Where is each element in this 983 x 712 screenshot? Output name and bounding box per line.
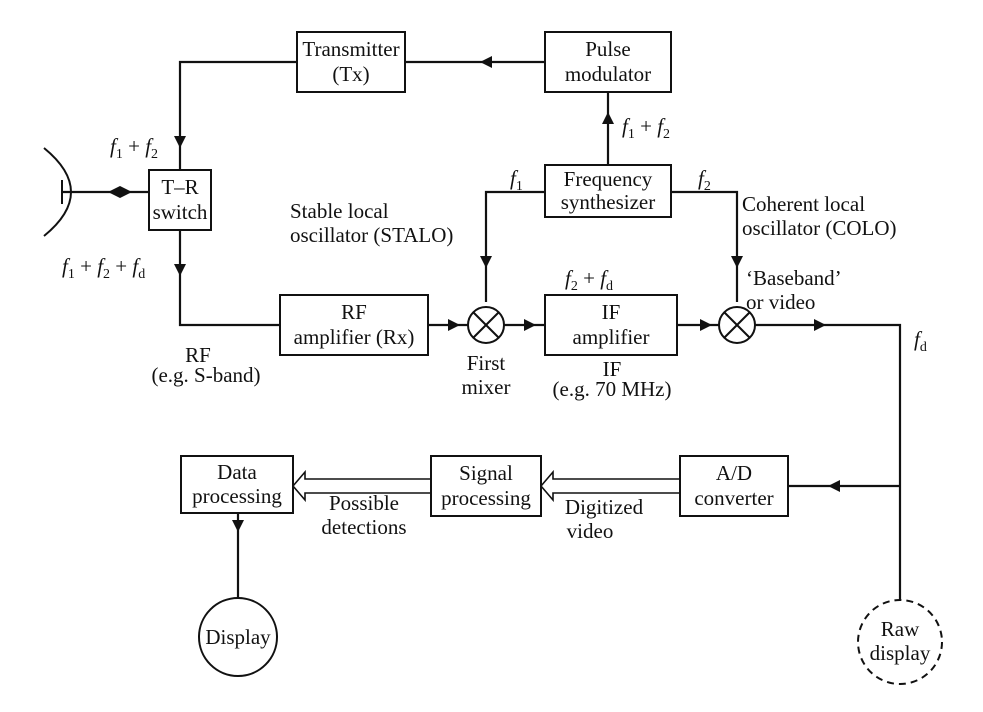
frequency-synthesizer-block: Frequency synthesizer xyxy=(544,164,672,218)
if-note-label-1: IF xyxy=(603,357,622,381)
arrow-to-mixer2 xyxy=(700,319,712,331)
wire-stalo xyxy=(484,190,545,302)
arrow-to-transmitter xyxy=(480,56,492,68)
arrow-antenna-right xyxy=(120,186,132,198)
display-node: Display xyxy=(198,597,278,677)
tr-switch-block: T–R switch xyxy=(148,169,212,231)
stalo-label-2: oscillator (STALO) xyxy=(290,223,453,247)
freq-synth-to-pulse: f1 + f2 xyxy=(622,114,670,142)
frequency-labels: f1 + f2 f1 + f2 + fd f1 + f2 f1 f2 f2 + … xyxy=(62,114,927,355)
arrow-up-to-pulse xyxy=(602,112,614,124)
first-mixer-icon xyxy=(467,306,505,344)
arrowheads xyxy=(108,56,840,532)
freq-output: fd xyxy=(914,327,927,355)
raw-display-label-1: Raw xyxy=(881,617,920,641)
pulse-modulator-label-1: Pulse xyxy=(585,37,631,61)
first-mixer-label-2: mixer xyxy=(462,375,511,399)
raw-display-label-2: display xyxy=(870,641,931,665)
arrow-to-mixer1 xyxy=(448,319,460,331)
tr-switch-label-2: switch xyxy=(153,200,208,224)
rf-label-1: RF xyxy=(185,343,211,367)
wire-tr-to-rf xyxy=(178,230,280,327)
ad-converter-label-1: A/D xyxy=(716,461,752,485)
data-arrows xyxy=(291,469,681,503)
signal-processing-label-1: Signal xyxy=(459,461,513,485)
rf-label-2: (e.g. S-band) xyxy=(151,363,260,387)
freq-colo: f2 xyxy=(698,166,711,194)
if-amplifier-label-2: amplifier xyxy=(573,325,650,349)
arrow-to-if xyxy=(524,319,536,331)
data-processing-label-2: processing xyxy=(192,484,282,508)
arrow-down-to-tr xyxy=(174,136,186,148)
annotation-labels: Stable local oscillator (STALO) Coherent… xyxy=(151,192,896,543)
wire-transmitter-to-tr xyxy=(178,60,297,170)
arrow-to-output xyxy=(814,319,826,331)
data-processing-block: Data processing xyxy=(180,455,294,514)
colo-label-1: Coherent local xyxy=(742,192,865,216)
antenna-icon xyxy=(43,147,72,237)
display-label: Display xyxy=(205,625,271,649)
possible-detections-label-2: detections xyxy=(321,515,406,539)
signal-processing-block: Signal processing xyxy=(430,455,542,517)
freq-if: f2 + fd xyxy=(565,266,613,294)
digitized-video-label-2: video xyxy=(567,519,614,543)
pulse-modulator-block: Pulse modulator xyxy=(544,31,672,93)
tr-switch-label-1: T–R xyxy=(161,175,198,199)
rf-amplifier-block: RF amplifier (Rx) xyxy=(279,294,429,356)
arrow-to-display xyxy=(232,520,244,532)
second-mixer-icon xyxy=(718,306,756,344)
raw-display-node: Raw display xyxy=(857,599,943,685)
stalo-label-1: Stable local xyxy=(290,199,389,223)
freq-tr-in: f1 + f2 xyxy=(110,134,158,162)
arrow-colo-down xyxy=(731,256,743,268)
synthesizer-label-2: synthesizer xyxy=(561,190,655,214)
wire-colo xyxy=(671,190,739,302)
pulse-modulator-label-2: modulator xyxy=(565,62,651,86)
baseband-label-2: or video xyxy=(746,290,815,314)
transmitter-block: Transmitter (Tx) xyxy=(296,31,406,93)
if-amplifier-block: IF amplifier xyxy=(544,294,678,356)
digitized-video-label-1: Digitized xyxy=(565,495,644,519)
wire-mixer2-to-out xyxy=(755,323,902,600)
freq-stalo: f1 xyxy=(510,166,523,194)
colo-label-2: oscillator (COLO) xyxy=(742,216,897,240)
freq-tr-out: f1 + f2 + fd xyxy=(62,254,145,282)
rf-amplifier-label-2: amplifier (Rx) xyxy=(294,325,415,349)
baseband-label-1: ‘Baseband’ xyxy=(746,266,842,290)
transmitter-label-2: (Tx) xyxy=(332,62,369,86)
first-mixer-label-1: First xyxy=(467,351,506,375)
rf-amplifier-label-1: RF xyxy=(341,300,367,324)
signal-processing-label-2: processing xyxy=(441,486,531,510)
data-processing-label-1: Data xyxy=(217,460,257,484)
arrow-stalo-down xyxy=(480,256,492,268)
arrow-antenna-left xyxy=(108,186,120,198)
arrow-to-adc xyxy=(828,480,840,492)
synthesizer-label-1: Frequency xyxy=(564,167,653,191)
possible-detections-label-1: Possible xyxy=(329,491,399,515)
arrow-tr-down xyxy=(174,264,186,276)
ad-converter-label-2: converter xyxy=(694,486,773,510)
ad-converter-block: A/D converter xyxy=(679,455,789,517)
if-note-label-2: (e.g. 70 MHz) xyxy=(553,377,672,401)
if-amplifier-label-1: IF xyxy=(602,300,621,324)
transmitter-label-1: Transmitter xyxy=(302,37,399,61)
